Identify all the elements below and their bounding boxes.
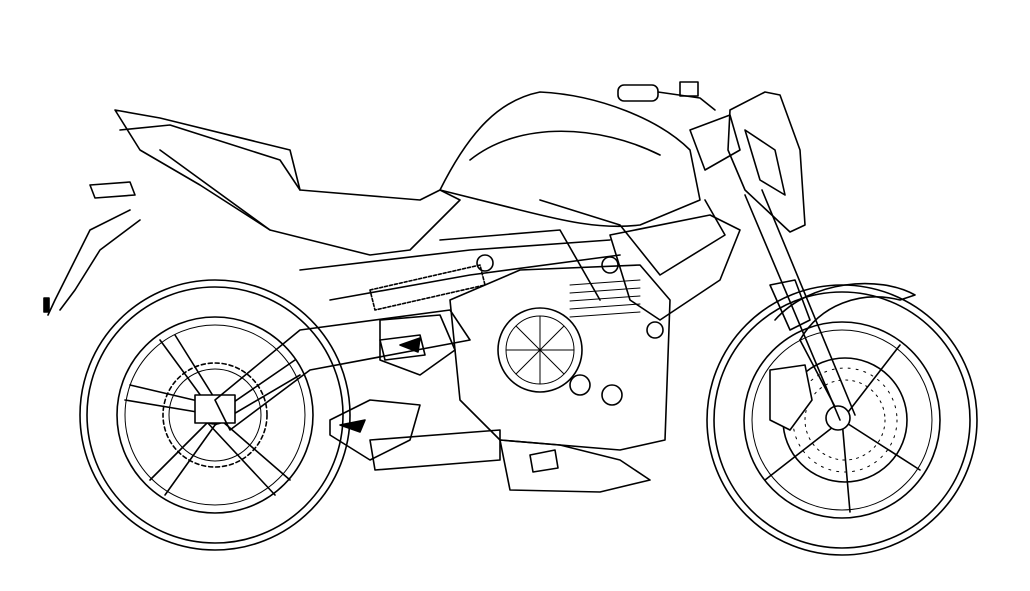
- footpeg-bracket: [379, 314, 456, 376]
- cylinder-fins: [569, 279, 641, 318]
- rear-sprocket: [162, 362, 268, 468]
- front-fork: [744, 189, 916, 421]
- clutch-cover: [497, 307, 583, 393]
- frame: [299, 229, 621, 301]
- exhaust-belly-pan: [329, 399, 651, 493]
- handlebar: [617, 81, 716, 111]
- engine: [449, 254, 671, 451]
- seat-tail: [114, 109, 461, 256]
- rear-shock: [369, 264, 486, 311]
- rear-wheel: [79, 279, 351, 551]
- front-wheel: [706, 284, 978, 556]
- swingarm: [214, 309, 471, 431]
- rear-fender-license-holder: [43, 181, 141, 316]
- fuel-tank: [439, 91, 726, 276]
- brake-caliper: [769, 364, 813, 431]
- headlight-cowl: [689, 91, 806, 233]
- front-fender: [774, 282, 916, 341]
- front-spokes: [764, 339, 921, 513]
- side-shroud: [609, 214, 741, 321]
